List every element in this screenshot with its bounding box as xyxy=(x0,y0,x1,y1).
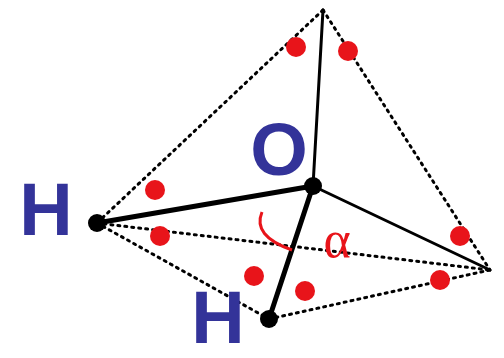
electron-dot xyxy=(150,226,170,246)
atom-label: H xyxy=(19,173,72,247)
angle-arc xyxy=(260,212,292,250)
atom-label: H xyxy=(191,281,244,355)
electron-dot xyxy=(244,266,264,286)
atom-dot xyxy=(88,214,106,232)
dotted-edge xyxy=(97,10,323,223)
electron-dot xyxy=(450,226,470,246)
oh-bond xyxy=(97,186,313,223)
electron-dot xyxy=(430,270,450,290)
electron-dot xyxy=(145,180,165,200)
lone-pair-axis xyxy=(313,186,490,270)
atom-dot xyxy=(260,310,278,328)
atom-label: O xyxy=(250,113,308,187)
tetrahedron-edges xyxy=(97,10,490,319)
bonds xyxy=(97,10,490,319)
electron-dot xyxy=(338,41,358,61)
lone-pair-axis xyxy=(313,10,323,186)
electron-dot xyxy=(295,281,315,301)
electron-dot xyxy=(286,37,306,57)
angle-label: α xyxy=(323,214,350,266)
dotted-edge xyxy=(269,270,490,319)
electron-dots xyxy=(145,37,470,301)
